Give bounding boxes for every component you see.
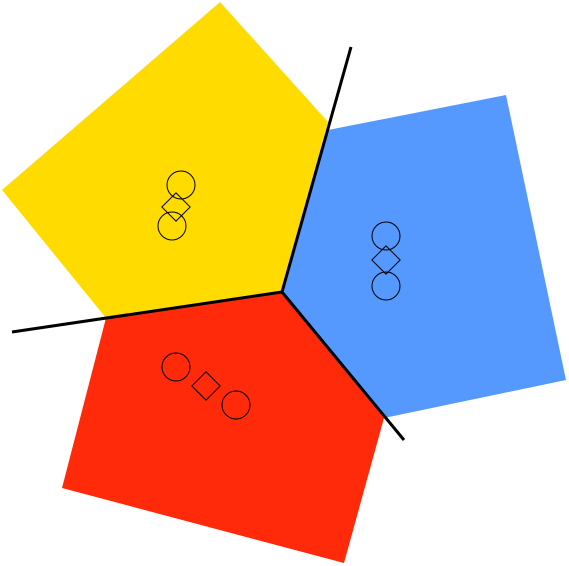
- circle-symbol: [371, 221, 401, 251]
- dividers-layer: [11, 46, 406, 441]
- divider-left: [11, 290, 283, 334]
- region-red: [62, 292, 384, 563]
- circle-symbol: [157, 211, 187, 241]
- diamond-symbol: [191, 371, 221, 401]
- divider-bottom-right: [280, 291, 406, 441]
- symbol-group-blue: [371, 221, 401, 301]
- circle-symbol: [371, 271, 401, 301]
- symbol-group-red: [161, 352, 251, 420]
- region-blue: [282, 95, 566, 418]
- circle-symbol: [221, 390, 251, 420]
- diamond-symbol: [161, 192, 191, 222]
- symbol-group-yellow: [157, 170, 196, 241]
- circle-symbol: [166, 170, 196, 200]
- divider-top: [280, 46, 353, 293]
- symbols-layer: [157, 170, 401, 420]
- circle-symbol: [161, 352, 191, 382]
- diamond-symbol: [371, 245, 401, 275]
- region-yellow: [2, 2, 328, 318]
